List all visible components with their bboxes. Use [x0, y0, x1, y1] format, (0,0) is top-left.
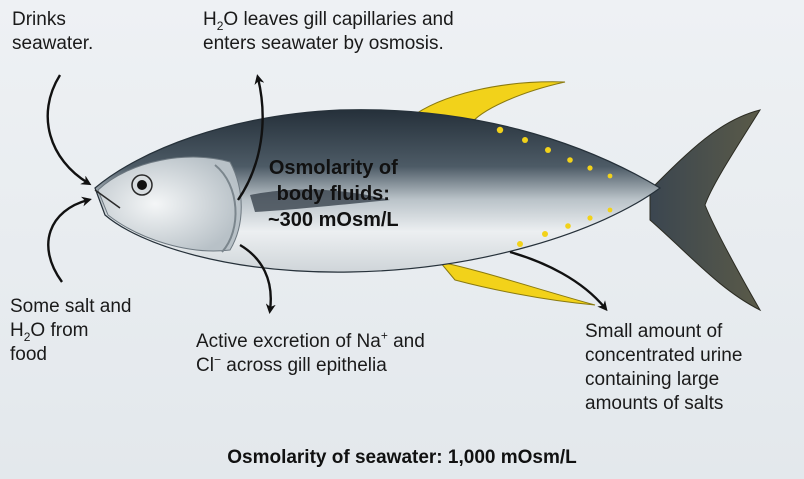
- label-body-fluids: Osmolarity of body fluids: ~300 mOsm/L: [268, 155, 399, 233]
- excretion-sup1: +: [381, 329, 388, 343]
- salt-food-line1: Some salt and: [10, 295, 131, 319]
- arrow-food: [48, 200, 88, 282]
- label-drinks-line1: Drinks: [12, 8, 93, 32]
- urine-line1: Small amount of: [585, 320, 742, 344]
- tail-fin: [650, 110, 760, 310]
- h2o-leaves-h: H: [203, 9, 217, 30]
- salt-food-line3: food: [10, 343, 131, 367]
- body-fluids-line2: body fluids:: [268, 181, 399, 207]
- label-urine: Small amount of concentrated urine conta…: [585, 320, 742, 416]
- urine-line4: amounts of salts: [585, 392, 742, 416]
- urine-line2: concentrated urine: [585, 344, 742, 368]
- body-fluids-line1: Osmolarity of: [268, 155, 399, 181]
- h2o-leaves-line2: enters seawater by osmosis.: [203, 32, 454, 56]
- arrow-drinks: [48, 75, 88, 183]
- label-h2o-leaves: H2O leaves gill capillaries and enters s…: [203, 8, 454, 56]
- excretion-rest: across gill epithelia: [221, 355, 387, 376]
- excretion-cl: Cl: [196, 355, 214, 376]
- label-seawater-osmolarity: Osmolarity of seawater: 1,000 mOsm/L: [0, 447, 804, 469]
- salt-food-rest: O from: [30, 320, 88, 341]
- label-excretion: Active excretion of Na+ and Cl− across g…: [196, 330, 425, 378]
- excretion-b: and: [388, 331, 425, 352]
- excretion-sup2: −: [214, 353, 221, 367]
- excretion-a: Active excretion of Na: [196, 331, 381, 352]
- h2o-leaves-rest: O leaves gill capillaries and: [223, 9, 453, 30]
- urine-line3: containing large: [585, 368, 742, 392]
- body-fluids-line3: ~300 mOsm/L: [268, 207, 399, 233]
- label-salt-food: Some salt and H2O from food: [10, 295, 131, 367]
- anal-fin: [440, 262, 595, 305]
- label-drinks: Drinks seawater.: [12, 8, 93, 56]
- label-drinks-line2: seawater.: [12, 32, 93, 56]
- salt-food-h: H: [10, 320, 24, 341]
